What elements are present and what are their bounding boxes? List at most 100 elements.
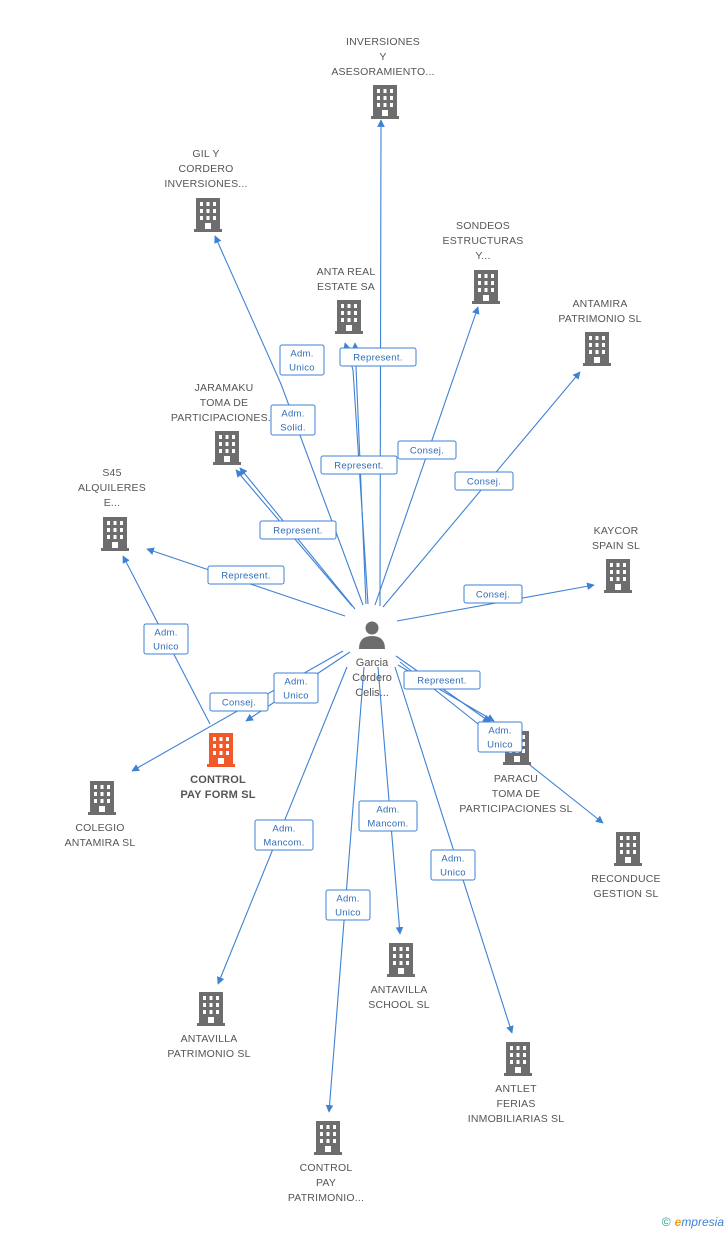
company-label-line: PATRIMONIO... bbox=[288, 1192, 364, 1204]
edge-label-box bbox=[273, 672, 319, 704]
company-label-line: COLEGIO bbox=[75, 822, 124, 834]
company-node-gil[interactable]: GIL YCORDEROINVERSIONES... bbox=[164, 148, 247, 232]
company-label-line: SCHOOL SL bbox=[368, 999, 430, 1011]
edge-label-text: Represent. bbox=[221, 571, 270, 582]
edge-label-control-pay-form[interactable]: Adm. Unico bbox=[273, 672, 319, 704]
edge-label-box bbox=[207, 565, 285, 585]
edge-label-text: Adm. bbox=[284, 677, 307, 688]
building-icon bbox=[194, 198, 222, 232]
building-icon bbox=[213, 431, 241, 465]
edge-label-text: Unico bbox=[487, 740, 513, 751]
company-label-line: PARACU bbox=[494, 773, 538, 785]
edge-label-jaramaku[interactable]: Adm. Solid. bbox=[270, 404, 316, 436]
building-icon bbox=[207, 733, 235, 767]
company-label-line: ANTAMIRA SL bbox=[65, 837, 136, 849]
company-label-line: ESTATE SA bbox=[317, 281, 375, 293]
edge-label-text: Adm. bbox=[441, 854, 464, 865]
edge-label-text: Unico bbox=[283, 691, 309, 702]
company-label-line: FERIAS bbox=[496, 1098, 535, 1110]
person-icon bbox=[359, 621, 385, 649]
person-name-line: Celis... bbox=[355, 687, 389, 699]
company-node-sondeos[interactable]: SONDEOSESTRUCTURASY... bbox=[443, 220, 524, 304]
edge-label-control-pay-patrimonio[interactable]: Adm. Unico bbox=[325, 889, 371, 921]
edge-label-text: Adm. bbox=[336, 894, 359, 905]
edge-label-box bbox=[358, 800, 418, 832]
edge-label-text: Solid. bbox=[280, 423, 306, 434]
edge-label-text: Consej. bbox=[222, 698, 256, 709]
edge-label-text: Adm. bbox=[376, 805, 399, 816]
edge-label-gil[interactable]: Adm.Unico bbox=[279, 344, 325, 376]
edge-label-text: Unico bbox=[335, 908, 361, 919]
edge-label-anta-real[interactable]: Represent. bbox=[320, 455, 398, 475]
building-icon bbox=[314, 1121, 342, 1155]
edge-label-text: Consej. bbox=[410, 446, 444, 457]
building-icon bbox=[88, 781, 116, 815]
edge-label-antavilla-school[interactable]: Adm. Mancom. bbox=[358, 800, 418, 832]
company-label-line: PAY FORM SL bbox=[180, 789, 255, 801]
building-icon bbox=[472, 270, 500, 304]
edge-label-kaycor[interactable]: Consej. bbox=[463, 584, 523, 604]
company-label-line: KAYCOR bbox=[594, 525, 639, 537]
company-label-line: TOMA DE bbox=[492, 788, 540, 800]
edge-label-text: Adm. bbox=[281, 409, 304, 420]
edge-label-text: Adm. bbox=[154, 628, 177, 639]
building-icon bbox=[504, 1042, 532, 1076]
edge-label-sondeos[interactable]: Consej. bbox=[397, 440, 457, 460]
edge-label-text: Unico bbox=[440, 868, 466, 879]
edge-label-box bbox=[454, 471, 514, 491]
edge-label-text: Mancom. bbox=[367, 819, 408, 830]
company-node-paracu[interactable]: PARACU TOMA DE PARTICIPACIONES SL bbox=[459, 731, 572, 815]
brand-watermark: ©empresia bbox=[662, 1215, 724, 1229]
edge-label-box bbox=[254, 819, 314, 851]
company-node-s45[interactable]: S45ALQUILERESE... bbox=[78, 467, 146, 551]
edge-label-antamira-patrimonio[interactable]: Consej. bbox=[454, 471, 514, 491]
company-label-line: PAY bbox=[316, 1177, 336, 1189]
company-label-line: PARTICIPACIONES SL bbox=[459, 803, 572, 815]
edge-label-text: Represent. bbox=[353, 353, 402, 364]
edge-label-paracu[interactable]: Adm. Unico bbox=[477, 721, 523, 753]
edge-label-box bbox=[320, 455, 398, 475]
edge-label-box bbox=[463, 584, 523, 604]
edge-label-box bbox=[339, 347, 417, 367]
building-icon bbox=[371, 85, 399, 119]
company-node-control-pay-patrimonio[interactable]: CONTROLPAYPATRIMONIO... bbox=[288, 1121, 364, 1204]
company-node-inversiones[interactable]: INVERSIONESYASESORAMIENTO... bbox=[331, 36, 434, 119]
edge-label-jaramaku[interactable]: Represent. bbox=[259, 520, 337, 540]
building-icon bbox=[197, 992, 225, 1026]
company-label-line: ESTRUCTURAS bbox=[443, 235, 524, 247]
edge-label-box bbox=[143, 623, 189, 655]
edge-label-text: Represent. bbox=[417, 676, 466, 687]
person-name-line: Garcia bbox=[356, 657, 389, 669]
building-icon bbox=[387, 943, 415, 977]
company-node-kaycor[interactable]: KAYCOR SPAIN SL bbox=[592, 525, 640, 593]
edge-label-text: Adm. bbox=[488, 726, 511, 737]
edge-label-anta-real[interactable]: Represent. bbox=[339, 347, 417, 367]
edge-label-colegio[interactable]: Consej. bbox=[209, 692, 269, 712]
company-node-colegio[interactable]: COLEGIO ANTAMIRA SL bbox=[65, 781, 136, 849]
company-label-line: SPAIN SL bbox=[592, 540, 640, 552]
edge-label-text: Unico bbox=[153, 642, 179, 653]
edge-label-text: Adm. bbox=[272, 824, 295, 835]
edge-label-box bbox=[477, 721, 523, 753]
edge-label-s45[interactable]: Represent. bbox=[207, 565, 285, 585]
edge-label-box bbox=[430, 849, 476, 881]
edge-label-box bbox=[325, 889, 371, 921]
company-label-line: TOMA DE bbox=[200, 397, 248, 409]
edge-label-paracu[interactable]: Represent. bbox=[403, 670, 481, 690]
company-label-line: CORDERO bbox=[178, 163, 233, 175]
edge-label-s45[interactable]: Adm. Unico bbox=[143, 623, 189, 655]
edge-label-antavilla-patrimonio[interactable]: Adm.Mancom. bbox=[254, 819, 314, 851]
company-label-line: GIL Y bbox=[192, 148, 219, 160]
company-label-line: JARAMAKU bbox=[195, 382, 254, 394]
edge-label-antlet[interactable]: Adm. Unico bbox=[430, 849, 476, 881]
company-label-line: Y... bbox=[475, 250, 490, 262]
person-node[interactable]: GarciaCorderoCelis... bbox=[352, 621, 392, 700]
